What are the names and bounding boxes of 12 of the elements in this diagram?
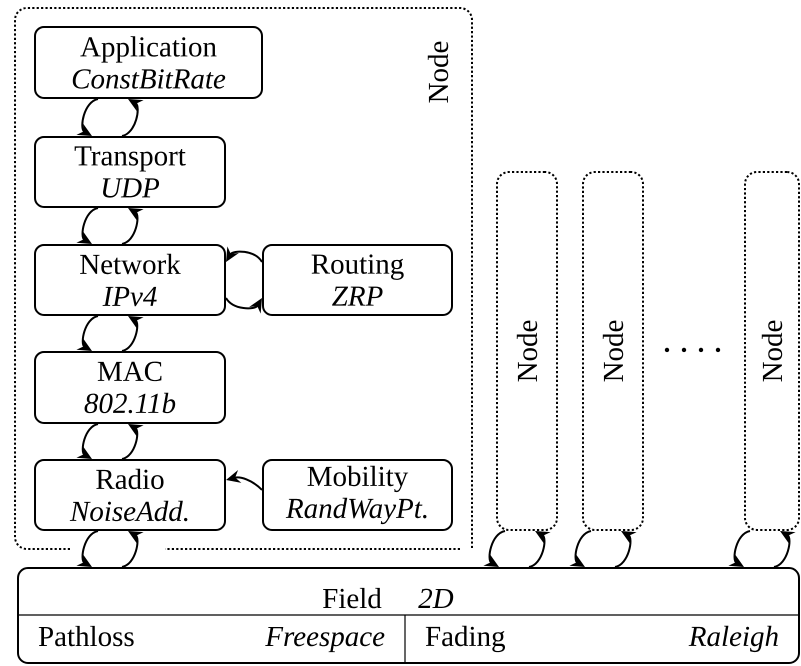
layer-box: Mobility RandWayPt. (262, 458, 453, 531)
node-box: Node (582, 170, 644, 531)
layer-box: Transport UDP (34, 136, 226, 208)
layer-box: Network IPv4 (34, 244, 226, 316)
node-box: Node (744, 170, 800, 531)
layer-box: MAC 802.11b (34, 350, 226, 424)
table-cell: Fading Raleigh (426, 626, 778, 652)
layer-box: Radio NoiseAdd. (34, 458, 226, 531)
table-cell: Pathloss Freespace (38, 626, 384, 652)
layer-box: Application ConstBitRate (34, 26, 263, 99)
layer-box: Routing ZRP (262, 244, 453, 316)
node-box: Node (496, 170, 558, 531)
